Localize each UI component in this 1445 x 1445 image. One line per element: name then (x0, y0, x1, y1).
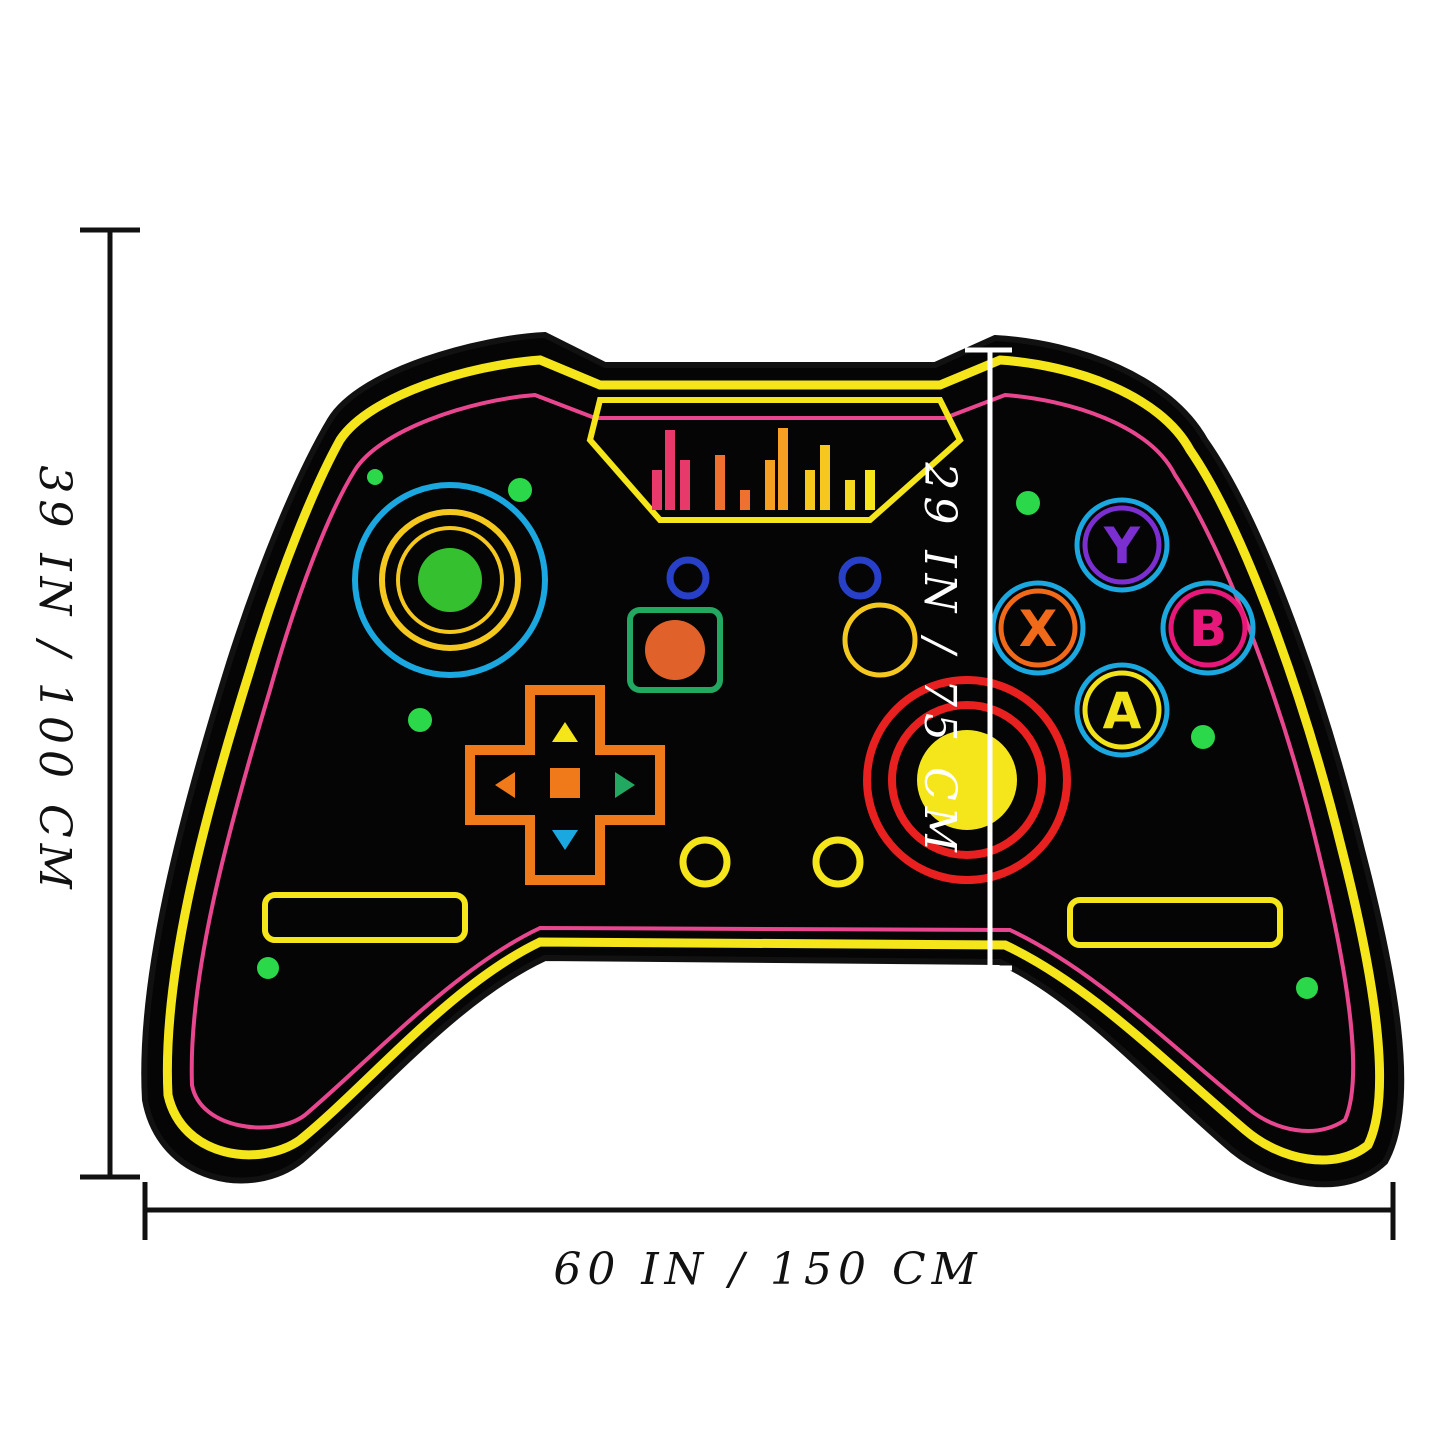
height-dimension (80, 227, 140, 1180)
face-buttons: Y X B A (990, 497, 1256, 758)
controller-rug: Y X B A (141, 331, 1405, 1188)
home-button (842, 602, 918, 678)
right-trigger (1067, 897, 1283, 948)
width-label: 60 IN / 150 CM (553, 1244, 982, 1295)
left-thumbstick (352, 482, 548, 678)
inner-height-dimension (965, 347, 1012, 971)
button-y: Y (1103, 517, 1141, 575)
dpad (465, 685, 665, 885)
center-square (627, 607, 723, 693)
button-b: B (1189, 600, 1227, 658)
left-trigger (262, 892, 468, 943)
green-glow-dots (257, 469, 1318, 999)
button-x: X (1019, 600, 1058, 658)
center-orange-button (645, 620, 705, 680)
inner-height-label: 29 IN / 75 CM (914, 461, 965, 857)
height-label: 39 IN / 100 CM (29, 465, 80, 894)
button-a: A (1103, 682, 1142, 740)
equalizer-bars (652, 428, 875, 510)
width-dimension (142, 1182, 1396, 1240)
